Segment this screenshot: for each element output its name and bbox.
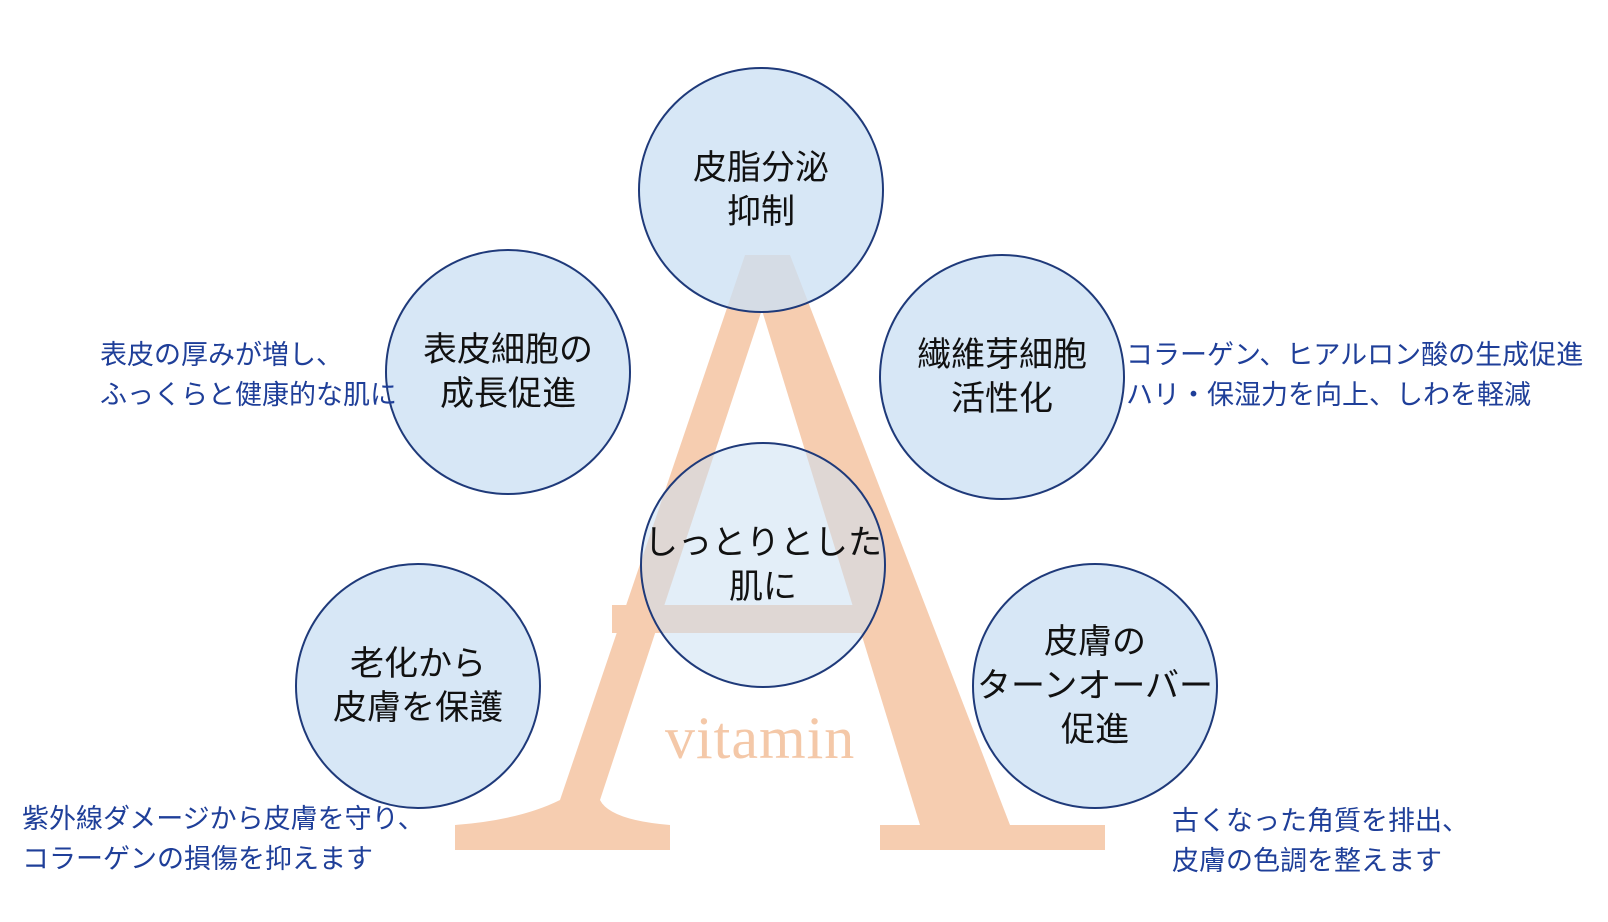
node-top-line-1: 皮脂分泌 <box>693 148 829 188</box>
node-center-line-2: 肌に <box>729 567 797 607</box>
node-top-circle: 皮脂分泌 抑制 <box>638 67 884 313</box>
node-lower-right-line-2: ターンオーバー <box>977 666 1213 706</box>
node-upper-left-line-2: 成長促進 <box>440 374 576 414</box>
description-lower-left: 紫外線ダメージから皮膚を守り、 コラーゲンの損傷を抑えます <box>22 800 425 880</box>
vitamin-caption: vitamin <box>665 705 856 771</box>
letter-a-left-foot <box>455 800 670 850</box>
node-lower-left-line-1: 老化から <box>350 644 486 684</box>
description-upper-left-line-2: ふっくらと健康的な肌に <box>100 380 397 411</box>
node-lower-left-line-2: 皮膚を保護 <box>333 688 503 728</box>
node-top-line-2: 抑制 <box>727 192 795 232</box>
node-center-circle: しっとりとした 肌に <box>640 442 886 688</box>
node-lower-right-line-1: 皮膚の <box>1044 622 1146 662</box>
description-lower-right: 古くなった角質を排出、 皮膚の色調を整えます <box>1172 802 1469 882</box>
description-upper-left: 表皮の厚みが増し、 ふっくらと健康的な肌に <box>100 336 397 416</box>
description-lower-left-line-1: 紫外線ダメージから皮膚を守り、 <box>22 804 425 835</box>
node-upper-left-circle: 表皮細胞の 成長促進 <box>385 249 631 495</box>
node-upper-right-line-1: 繊維芽細胞 <box>917 335 1087 375</box>
description-upper-right-line-1: コラーゲン、ヒアルロン酸の生成促進 <box>1126 340 1584 371</box>
node-upper-right-circle: 繊維芽細胞 活性化 <box>879 254 1125 500</box>
description-lower-left-line-2: コラーゲンの損傷を抑えます <box>22 844 373 875</box>
node-lower-left-circle: 老化から 皮膚を保護 <box>295 563 541 809</box>
node-lower-right-line-3: 促進 <box>1061 710 1129 750</box>
node-lower-right-circle: 皮膚の ターンオーバー 促進 <box>972 563 1218 809</box>
letter-a-right-foot <box>880 825 1105 850</box>
description-lower-right-line-2: 皮膚の色調を整えます <box>1172 846 1442 877</box>
node-center-line-1: しっとりとした <box>644 523 882 563</box>
description-upper-right-line-2: ハリ・保湿力を向上、しわを軽減 <box>1126 380 1531 411</box>
node-upper-left-line-1: 表皮細胞の <box>423 330 593 370</box>
description-upper-left-line-1: 表皮の厚みが増し、 <box>100 340 343 371</box>
node-upper-right-line-2: 活性化 <box>951 379 1053 419</box>
description-upper-right: コラーゲン、ヒアルロン酸の生成促進 ハリ・保湿力を向上、しわを軽減 <box>1126 336 1583 416</box>
description-lower-right-line-1: 古くなった角質を排出、 <box>1172 806 1469 837</box>
